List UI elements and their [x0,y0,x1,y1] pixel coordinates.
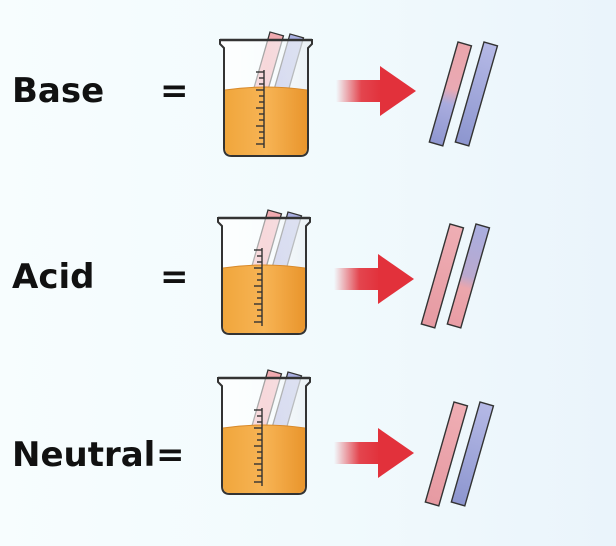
litmus-strip-icon [424,401,495,507]
litmus-strip-icon [428,41,499,147]
beaker-icon [216,208,312,336]
row-acid: Acid = [0,180,616,360]
equals-sign: = [160,257,189,297]
row-base: Base = [0,0,616,180]
arrow-right-icon [336,66,416,116]
beaker-icon [218,30,314,158]
label-neutral: Neutral [12,435,156,475]
litmus-strip-icon [420,223,491,329]
label-acid: Acid [12,257,95,297]
equals-sign: = [160,71,189,111]
beaker-icon [216,368,312,496]
equals-sign: = [156,435,185,475]
arrow-right-icon [334,254,414,304]
label-base: Base [12,71,105,111]
arrow-right-icon [334,428,414,478]
row-neutral: Neutral = [0,360,616,546]
